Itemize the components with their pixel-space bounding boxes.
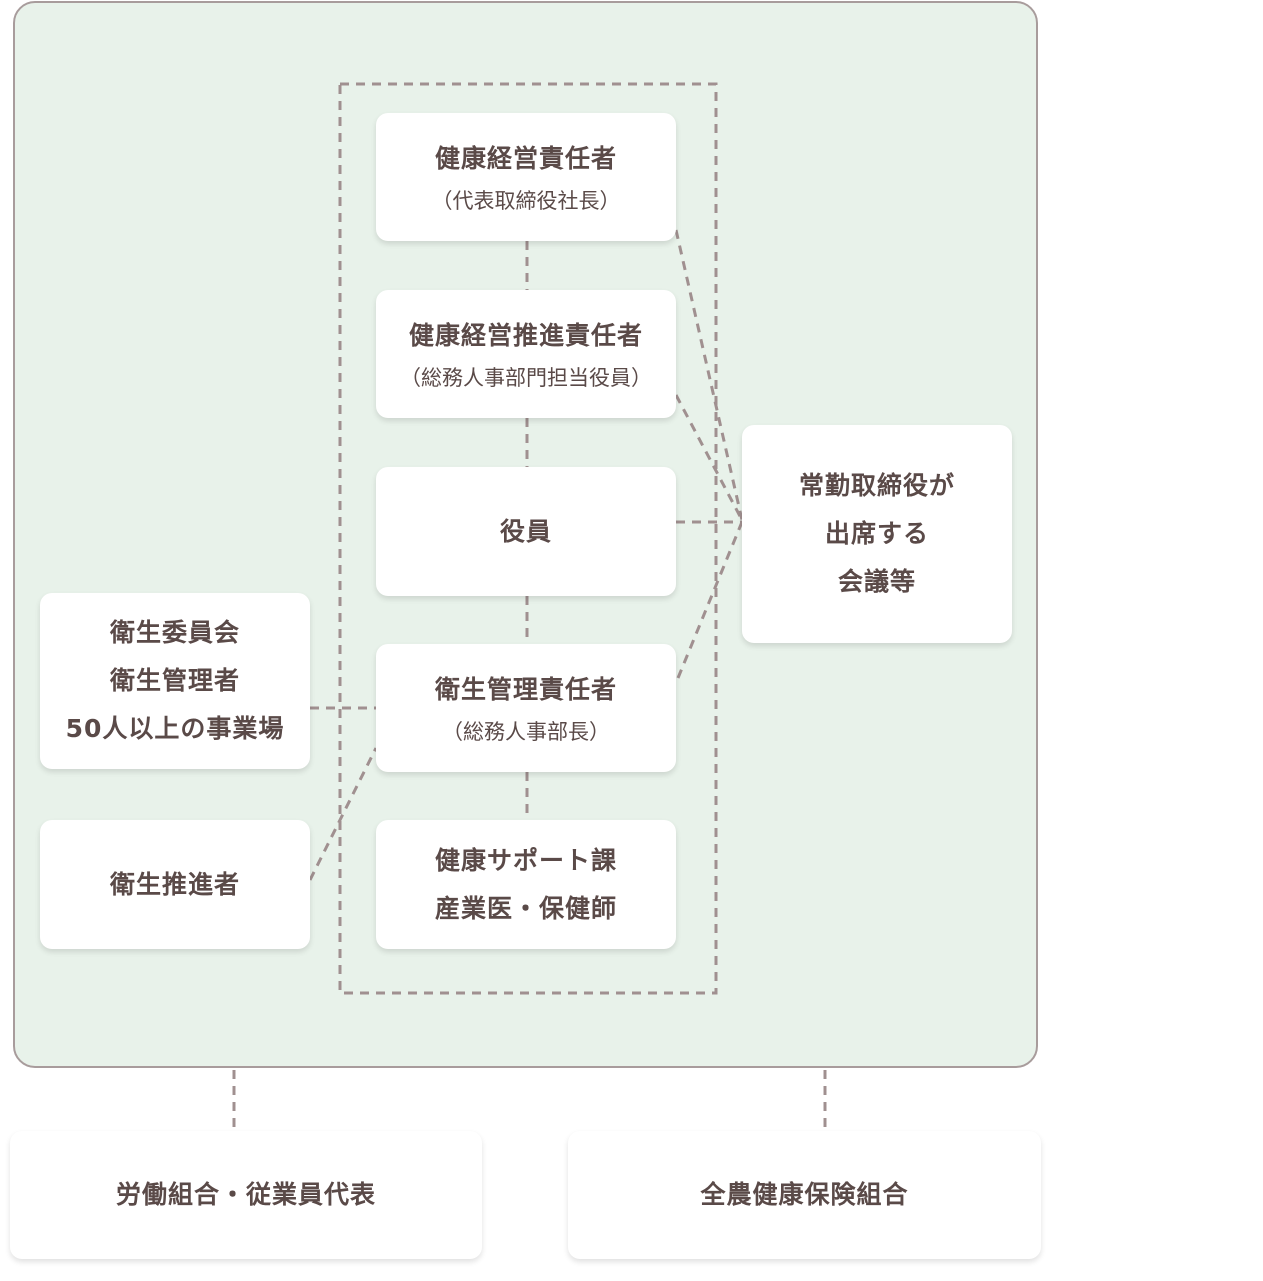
box-title: 衛生管理責任者 xyxy=(434,675,617,704)
box-line: 50人以上の事業場 xyxy=(65,714,285,743)
box-line: 産業医・保健師 xyxy=(434,893,617,923)
box-ceo: 健康経営責任者 （代表取締役社長） xyxy=(376,113,676,241)
box-line: 出席する xyxy=(824,519,929,548)
box-hygiene-committee: 衛生委員会 衛生管理者 50人以上の事業場 xyxy=(40,593,310,769)
box-title: 健康経営推進責任者 xyxy=(408,321,643,350)
box-hygiene-manager: 衛生管理責任者 （総務人事部長） xyxy=(376,644,676,772)
core-group-border xyxy=(338,82,718,995)
box-subtitle: （代表取締役社長） xyxy=(431,189,621,213)
connector xyxy=(308,747,378,881)
box-line: 常勤取締役が xyxy=(798,471,955,500)
box-line: 会議等 xyxy=(837,567,916,596)
box-subtitle: （総務人事部門担当役員） xyxy=(400,366,652,390)
box-health-insurance: 全農健康保険組合 xyxy=(568,1131,1041,1259)
connector xyxy=(676,521,744,679)
box-labor-union: 労働組合・従業員代表 xyxy=(10,1131,482,1259)
box-promoter: 健康経営推進責任者 （総務人事部門担当役員） xyxy=(376,290,676,418)
connector xyxy=(674,394,744,521)
box-line: 衛生委員会 xyxy=(109,618,240,647)
box-line: 健康サポート課 xyxy=(434,845,617,875)
box-title: 労働組合・従業員代表 xyxy=(115,1180,376,1209)
box-title: 健康経営責任者 xyxy=(434,144,617,173)
box-line: 衛生管理者 xyxy=(109,666,240,695)
connector xyxy=(674,229,744,521)
box-officers: 役員 xyxy=(376,467,676,596)
box-board-meeting: 常勤取締役が 出席する 会議等 xyxy=(742,425,1012,643)
box-health-support: 健康サポート課 産業医・保健師 xyxy=(376,820,676,949)
box-title: 全農健康保険組合 xyxy=(700,1180,909,1209)
box-hygiene-promoter: 衛生推進者 xyxy=(40,820,310,949)
box-title: 衛生推進者 xyxy=(109,869,240,899)
box-subtitle: （総務人事部長） xyxy=(442,720,610,744)
box-title: 役員 xyxy=(499,516,552,546)
